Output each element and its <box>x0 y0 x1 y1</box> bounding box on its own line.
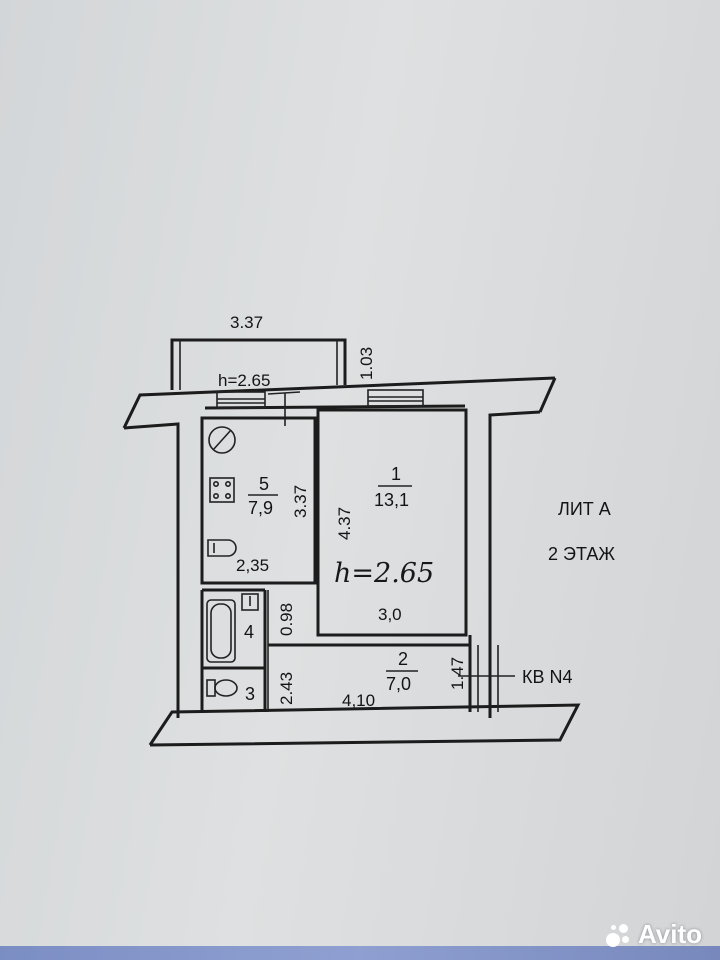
room2-width: 1.47 <box>448 657 467 690</box>
stove-icon <box>209 477 235 503</box>
interior-walls <box>200 408 472 712</box>
ceiling-height-handwritten: h=2.65 <box>334 558 434 589</box>
outer-walls <box>122 376 581 747</box>
window-kitchen <box>216 391 266 409</box>
corridor-long-dim: 2.43 <box>277 672 296 705</box>
room2-length: 4,10 <box>342 691 375 710</box>
document-edge-strip <box>0 946 720 960</box>
room3-number: 3 <box>245 684 255 704</box>
room5-width: 2,35 <box>236 556 269 575</box>
room1-length: 4.37 <box>335 507 354 540</box>
ceiling-height-print: h=2.65 <box>218 371 270 390</box>
room2-number: 2 <box>398 649 408 669</box>
floor-label-line2: 2 ЭТАЖ <box>548 544 615 564</box>
bathtub-icon <box>206 599 236 663</box>
room4-number: 4 <box>244 622 254 642</box>
balcony <box>170 338 347 390</box>
balcony-depth-label: 1.03 <box>357 347 376 380</box>
kitchen-sink-icon <box>207 539 237 557</box>
avito-watermark: Avito <box>604 919 702 950</box>
room5-number: 5 <box>259 474 269 494</box>
room5-area: 7,9 <box>248 498 273 518</box>
avito-logo-icon <box>604 921 632 949</box>
window-room <box>367 389 424 407</box>
room5-length: 3.37 <box>291 485 310 518</box>
balcony-width-label: 3.37 <box>230 313 263 332</box>
bath-sink-icon <box>241 593 259 611</box>
balcony-door <box>267 391 301 426</box>
floor-label-line1: ЛИТ А <box>558 499 611 519</box>
room1-area: 13,1 <box>374 490 409 510</box>
room2-area: 7,0 <box>386 674 411 694</box>
corridor-short-dim: 0.98 <box>277 603 296 636</box>
avito-brand-text: Avito <box>637 919 702 949</box>
gas-boiler-icon <box>208 426 236 454</box>
room1-width: 3,0 <box>378 605 402 624</box>
toilet-icon <box>206 679 238 697</box>
apartment-label: КВ N4 <box>522 667 573 687</box>
room1-number: 1 <box>391 464 401 484</box>
